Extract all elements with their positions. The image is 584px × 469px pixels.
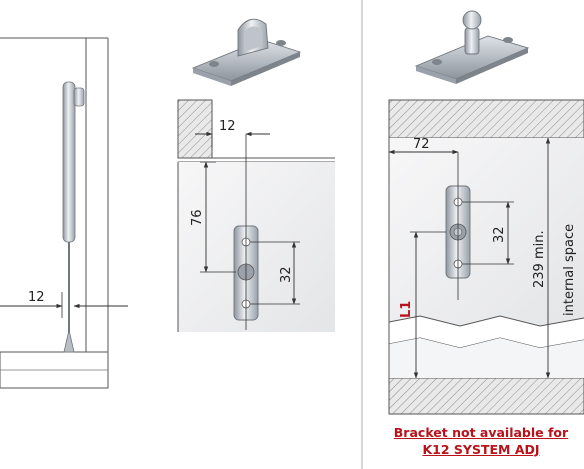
- right-internal-space-label: internal space: [562, 224, 577, 316]
- middle-dim-12: 12: [219, 119, 236, 134]
- middle-dim-32: 32: [279, 266, 294, 283]
- middle-dim-76: 76: [190, 209, 205, 226]
- middle-bracket-illustration: [191, 18, 302, 86]
- right-bracket-illustration: [414, 10, 530, 84]
- left-cabinet-view: 12: [0, 37, 128, 389]
- left-dim-12: 12: [28, 290, 45, 305]
- gas-lift-strut: [62, 81, 85, 353]
- right-dim-72: 72: [413, 137, 430, 152]
- availability-note-line1: Bracket not available for: [393, 425, 569, 440]
- availability-note: Bracket not available for K12 SYSTEM ADJ: [378, 424, 584, 458]
- middle-section-view: 12 76 32: [177, 99, 335, 332]
- right-section-view: 72 32 239 min. internal space L1: [388, 99, 584, 415]
- availability-note-line2: K12 SYSTEM ADJ: [422, 442, 540, 457]
- right-dim-239: 239 min.: [532, 230, 547, 288]
- right-dim-l1: L1: [399, 301, 414, 318]
- right-dim-32: 32: [492, 226, 507, 243]
